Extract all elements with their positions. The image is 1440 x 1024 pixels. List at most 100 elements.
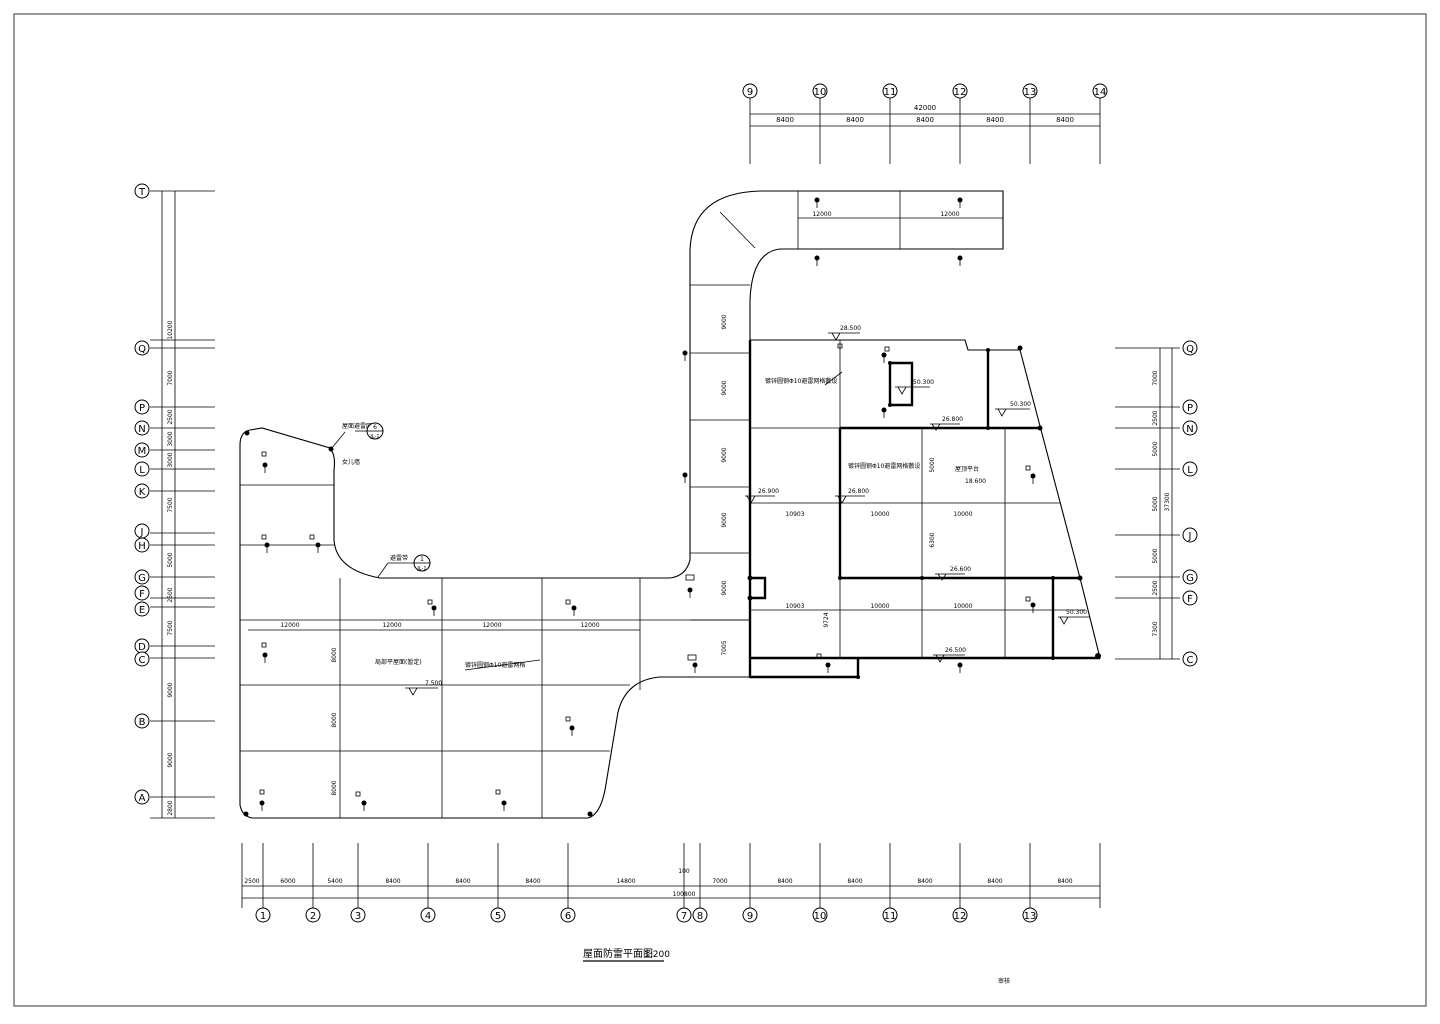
dim-text: 2500 [244,878,259,885]
bottom-axis-group: 1 2 3 4 5 6 7 8 9 10 11 12 13 2500 6000 … [241,843,1101,923]
axis-label: J [1188,531,1192,542]
level-text: 26.800 [942,416,963,423]
axis-bubble [1182,399,1198,415]
interior-dims: 12000 12000 9000 9000 9000 9000 9000 700… [248,211,973,796]
axis-bubble [134,537,150,553]
building-outline [239,190,1101,819]
axis-bubble [742,907,758,923]
axis-label: 6 [565,911,571,922]
level-text: 50.300 [1066,609,1087,616]
axis-label: 3 [355,911,361,922]
axis-bubble [1182,651,1198,667]
dim-text: 9000 [167,682,174,697]
dim-text: 7005 [721,640,728,655]
dim-total: 42000 [914,104,936,112]
dim-text: 100 [678,868,690,875]
axis-bubble [420,907,436,923]
level-text: 7.500 [425,680,442,687]
dim-text: 8400 [986,116,1004,124]
dim-text: 5000 [929,457,936,472]
axis-label: K [139,487,146,498]
dim-text: 9000 [167,752,174,767]
dim-text: 8400 [917,878,932,885]
axis-label: C [139,655,146,666]
axis-bubble [490,907,506,923]
axis-bubble [1182,461,1198,477]
axis-bubble [812,907,828,923]
axis-bubble [134,461,150,477]
axis-label: C [1187,655,1194,666]
dim-text: 6000 [280,878,295,885]
dim-text: 7000 [167,370,174,385]
dim-text: 12000 [812,211,831,218]
dim-text: 3000 [167,452,174,467]
axis-label: N [138,424,145,435]
axis-label: 11 [884,911,897,922]
axis-bubble [134,399,150,415]
dim-text: 10000 [870,511,889,518]
axis-label: D [138,642,146,653]
axis-bubble [1182,420,1198,436]
right-axis-group: Q P N L J G F C 7000 2500 5000 5000 5000… [1115,340,1198,667]
axis-label: 9 [747,87,753,98]
axis-label: T [138,187,146,198]
axis-bubble [305,907,321,923]
level-text: 18.600 [965,478,986,485]
axis-bubble [350,907,366,923]
note-text: 避雷带 [390,554,408,562]
axis-label: A [139,793,146,804]
dim-text: 5000 [1152,441,1159,456]
axis-label: F [139,589,145,600]
dim-text: 8000 [331,647,338,662]
dim-text: 9000 [721,380,728,395]
axis-label: 11 [884,87,897,98]
axis-bubble [1022,907,1038,923]
axis-label: J [140,527,144,538]
axis-bubble [676,907,692,923]
dim-text: 7500 [167,620,174,635]
axis-bubble [812,83,828,99]
axis-label: 12 [954,87,967,98]
dim-text: 5000 [167,552,174,567]
axis-label: P [139,403,145,414]
axis-bubble [692,907,708,923]
axis-label: 12 [954,911,967,922]
dim-text: 7000 [712,878,727,885]
axis-bubble [134,420,150,436]
dim-text: 8400 [525,878,540,885]
dim-text: 6300 [929,532,936,547]
axis-bubble [952,907,968,923]
dim-text: 10200 [167,320,174,339]
axis-bubble [134,569,150,585]
dim-text: 8400 [385,878,400,885]
dim-text: 9000 [721,447,728,462]
detail-ref-sheet: JL-1 [416,566,426,572]
axis-label: Q [138,344,146,355]
dim-text: 8000 [331,712,338,727]
dim-text: 8400 [1057,878,1072,885]
axis-bubble [134,483,150,499]
dim-total: 100800 [673,891,696,898]
axis-bubble [255,907,271,923]
axis-bubble [952,83,968,99]
axis-bubble [134,789,150,805]
dim-text: 8400 [846,116,864,124]
axis-bubble [560,907,576,923]
axis-label: G [138,573,146,584]
dim-text: 9724 [823,612,830,627]
note-text: 镀锌圆钢Φ10避雷网格敷设 [848,462,920,470]
axis-label: 13 [1024,911,1037,922]
top-axis-group: 9 10 11 12 13 14 42000 8400 8400 8400 84… [742,83,1108,164]
left-axis-group: T Q P N M L K J H G F E D C B A 10200 70… [134,183,215,819]
note-text: 局部平屋面(暂定) [375,658,422,666]
note-text: 女儿墙 [342,458,360,466]
sheet-note: 审核 [998,977,1010,985]
axis-bubble [134,651,150,667]
annotations: 屋面避雷网 6 JL-1 女儿墙 避雷带 1 JL-1 局部平屋面(暂定) 镀锌… [331,325,1090,696]
dim-text: 8400 [776,116,794,124]
note-text: 屋顶平台 [955,465,979,473]
dim-text: 7000 [1152,370,1159,385]
axis-label: B [139,717,146,728]
level-text: 26.900 [758,488,779,495]
